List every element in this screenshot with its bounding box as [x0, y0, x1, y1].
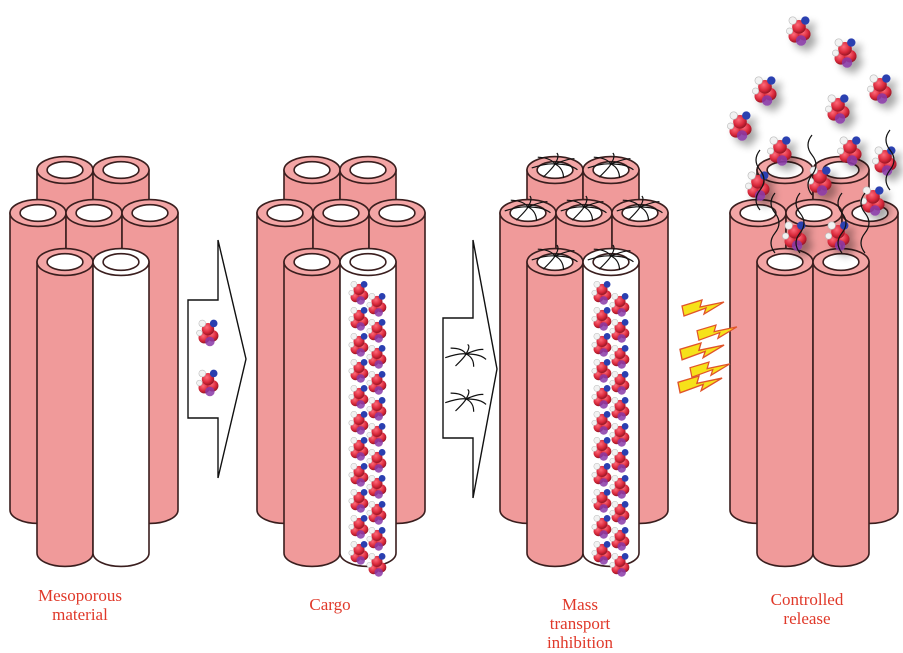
cargo-molecule [752, 76, 776, 105]
cargo-molecule [786, 16, 810, 45]
lightning-bolt [680, 343, 724, 360]
cargo-molecule [832, 38, 856, 67]
pore-tube [527, 249, 583, 567]
lightning-bolt [678, 376, 722, 393]
cargo-molecule [610, 553, 630, 577]
process-arrow [188, 240, 246, 478]
pore-tube [37, 249, 93, 567]
pore-tube [284, 249, 340, 567]
cargo-molecule [367, 553, 387, 577]
cargo-molecule [872, 146, 896, 175]
cargo-molecule [825, 94, 849, 123]
stage-controlled-release [730, 157, 898, 567]
cargo-molecule [867, 74, 891, 103]
lightning-bolt [690, 362, 730, 377]
stage-mesoporous-material [10, 157, 178, 567]
empty-channel-tube [93, 249, 149, 567]
label-cargo: Cargo [290, 595, 370, 614]
cargo-molecule [727, 111, 751, 140]
stimulus-lightning-icon [678, 300, 737, 393]
process-arrow [443, 240, 497, 498]
stage-cargo [257, 157, 425, 577]
stage-mass-transport-inhibition [500, 153, 668, 577]
pore-tube [813, 249, 869, 567]
lightning-bolt [682, 300, 724, 316]
pore-tube [757, 249, 813, 567]
